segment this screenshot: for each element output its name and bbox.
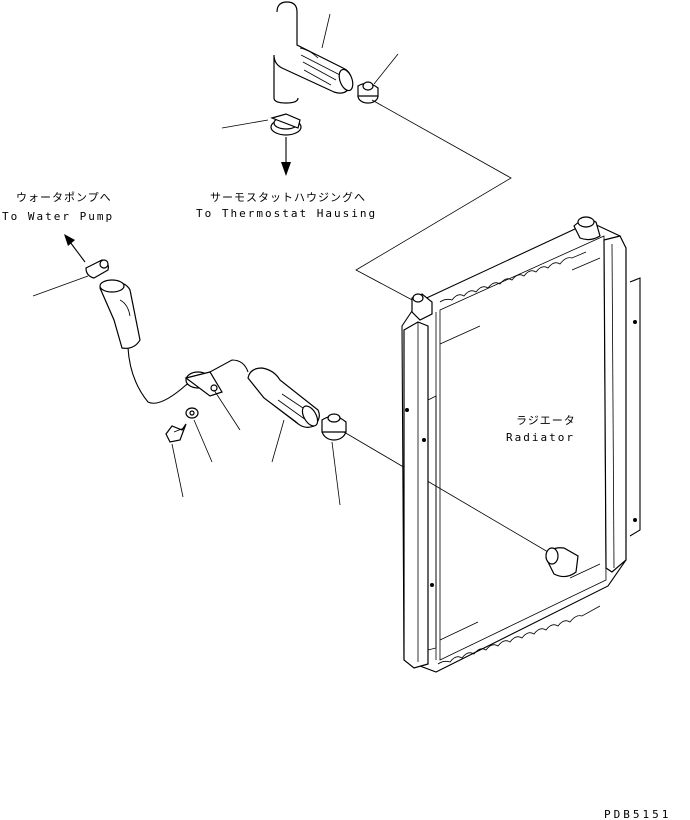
arrow-to-thermostat bbox=[281, 137, 291, 176]
lower-hose-clamp-pump bbox=[85, 259, 109, 279]
connection-line-upper bbox=[355, 99, 512, 303]
washer bbox=[185, 407, 199, 419]
connecting-pipe bbox=[127, 347, 249, 404]
arrow-to-water-pump bbox=[64, 234, 86, 263]
leader-line bbox=[373, 53, 399, 85]
leader-line bbox=[32, 275, 89, 297]
upper-hose bbox=[273, 1, 354, 104]
lower-hose-clamp-radiator bbox=[321, 413, 347, 441]
bolt bbox=[165, 423, 187, 443]
leader-line bbox=[171, 443, 184, 498]
upper-hose-clamp bbox=[357, 81, 379, 104]
pipe-bracket bbox=[184, 371, 223, 397]
radiator bbox=[401, 216, 641, 673]
lower-hose-radiator-side bbox=[247, 367, 320, 428]
radiator-label-jp: ラジエータ bbox=[516, 414, 576, 427]
water-pump-label-jp: ウォータポンプへ bbox=[16, 191, 112, 204]
leader-line bbox=[193, 419, 213, 463]
thermostat-label-en: To Thermostat Hausing bbox=[196, 207, 377, 220]
radiator-label-en: Radiator bbox=[506, 431, 575, 444]
water-pump-label-en: To Water Pump bbox=[2, 210, 114, 223]
connection-line-lower bbox=[343, 431, 549, 553]
drawing-code: PDB5151 bbox=[604, 808, 671, 820]
leader-line bbox=[213, 389, 241, 431]
leader-line bbox=[221, 119, 269, 129]
leader-line bbox=[271, 419, 285, 463]
leader-line bbox=[321, 13, 331, 49]
leader-line bbox=[331, 441, 341, 506]
upper-clamp-lower bbox=[270, 113, 302, 136]
thermostat-label-jp: サーモスタットハウジングへ bbox=[210, 190, 366, 204]
lower-hose-pump-side bbox=[99, 279, 141, 349]
